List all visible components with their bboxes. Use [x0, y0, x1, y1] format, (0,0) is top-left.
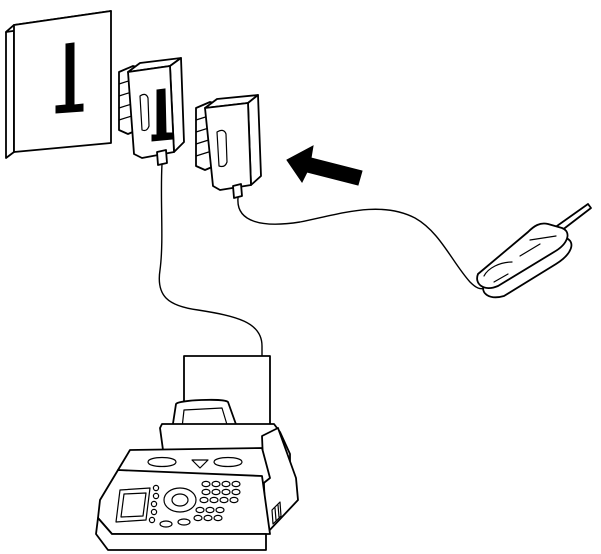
telephone-wall-socket-icon — [5, 10, 112, 159]
telephone-handset-icon — [476, 203, 592, 299]
fax-machine-icon — [95, 355, 299, 551]
insert-arrow-icon — [286, 145, 363, 186]
socket-adapter-loose-icon — [195, 94, 262, 199]
handset-cable — [237, 197, 487, 290]
socket-adapter-plugged-icon — [118, 57, 185, 166]
fax-cable — [158, 163, 263, 367]
